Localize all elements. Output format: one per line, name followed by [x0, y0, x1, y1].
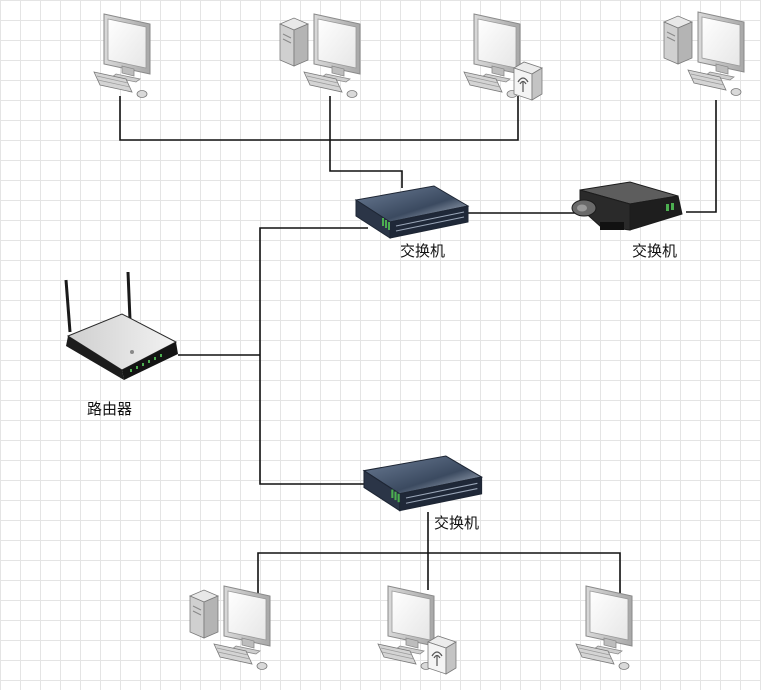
link-trunk-switches — [259, 227, 368, 485]
link-top-bus — [119, 96, 519, 141]
computer-with-tower-icon — [279, 13, 361, 98]
link-switch-right-pc4 — [686, 100, 717, 213]
computer-with-tower-icon — [663, 11, 745, 96]
switch-bottom-icon — [363, 455, 483, 512]
switch-top-label: 交换机 — [400, 242, 446, 260]
switch-bottom-label: 交换机 — [434, 514, 480, 532]
connection-lines — [119, 96, 717, 598]
switch-right-label: 交换机 — [632, 242, 678, 260]
switch-top-icon — [355, 185, 469, 239]
link-bottom-bus — [257, 552, 621, 598]
computer-with-access-point-icon — [463, 13, 543, 101]
router-label: 路由器 — [87, 400, 133, 418]
link-pc2-switch-top — [329, 96, 403, 188]
switch-right-icon — [571, 181, 683, 231]
computer-with-tower-icon — [189, 585, 271, 670]
router-icon — [64, 271, 178, 380]
computer-with-access-point-icon — [377, 585, 457, 675]
computer-icon — [575, 585, 633, 670]
computer-icon — [93, 13, 151, 98]
